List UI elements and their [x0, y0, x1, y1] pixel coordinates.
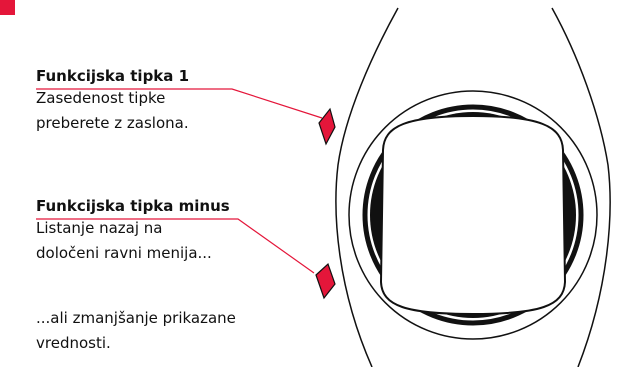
callout-title: Funkcijska tipka minus — [36, 197, 230, 215]
watch-strap-right-outline — [551, 7, 611, 367]
callout-text-line: Listanje nazaj na — [36, 219, 163, 237]
watch-strap-left-outline — [335, 7, 399, 367]
function-key-1-button[interactable] — [318, 107, 336, 146]
callout-function-key-1: Funkcijska tipka 1 Zasedenost tipke preb… — [36, 66, 189, 136]
callout-text-line: vrednosti. — [36, 334, 111, 352]
callout-function-key-minus: Funkcijska tipka minus Listanje nazaj na… — [36, 196, 230, 266]
callout-leader-line-1 — [36, 88, 323, 119]
callout-text-line: ...ali zmanjšanje prikazane — [36, 309, 236, 327]
callout-text-line: preberete z zaslona. — [36, 114, 189, 132]
page-corner-marker — [0, 0, 15, 15]
callout-title: Funkcijska tipka 1 — [36, 67, 190, 85]
callout-text-line: določeni ravni menija... — [36, 244, 212, 262]
callout-extra-note: ...ali zmanjšanje prikazane vrednosti. — [36, 306, 236, 356]
function-key-minus-button[interactable] — [315, 262, 336, 300]
callout-text-line: Zasedenost tipke — [36, 89, 166, 107]
watch-display — [379, 114, 567, 316]
callout-leader-line-2 — [36, 218, 315, 274]
